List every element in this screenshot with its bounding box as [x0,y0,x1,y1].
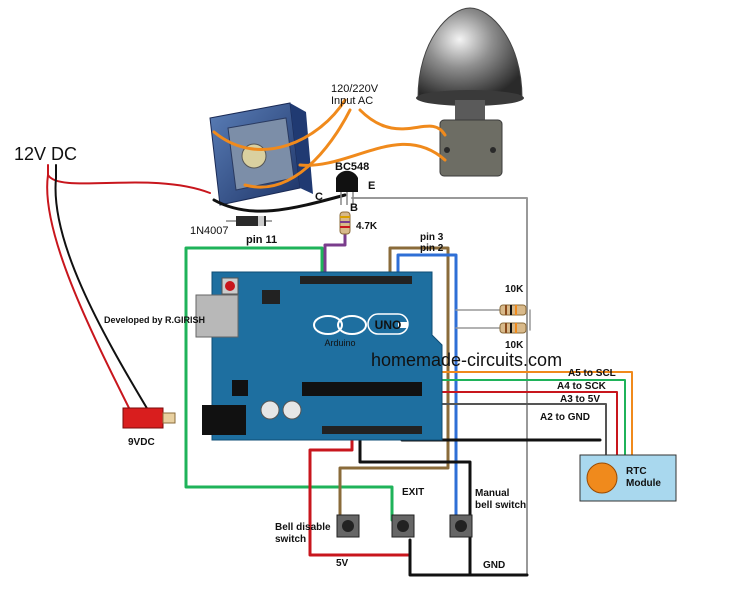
bell-disable-line-2: switch [275,534,306,545]
a3-label: A3 to 5V [560,394,600,405]
transistor-bc548 [336,170,358,205]
push-button-exit [391,514,415,538]
bell-disable-line-1: Bell disable [275,522,331,533]
a5-label: A5 to SCL [568,368,616,379]
base-label: B [350,202,358,214]
arduino-uno-board [195,271,443,441]
push-button-bell-disable [336,514,360,538]
manual-switch-line-2: bell switch [475,500,526,511]
rtc-module [579,454,677,502]
v5-label: 5V [336,558,349,569]
resistor-4k7-label: 4.7K [356,221,378,232]
a2-label: A2 to GND [540,412,590,423]
a4-label: A4 to SCK [557,381,607,392]
developer-credit: Developed by R.GIRISH [104,315,205,325]
transistor-label: BC548 [335,161,369,173]
gnd-label: GND [483,560,505,571]
battery-label: 9VDC [128,437,155,448]
arduino-model-label: UNO [375,318,402,332]
resistor-4k7 [339,211,351,235]
input-ac-label: 120/220V Input AC [331,83,381,107]
website-watermark: homemade-circuits.com [371,350,562,370]
diode-1n4007 [226,216,272,226]
diode-label: 1N4007 [190,225,229,237]
rtc-line-1: RTC [626,466,647,477]
collector-label: C [315,191,323,203]
input-ac-line-1: 120/220V [331,83,379,95]
arduino-brand-label: Arduino [324,338,355,348]
rtc-line-2: Module [626,478,661,489]
push-button-manual [449,514,473,538]
manual-switch-line-1: Manual [475,488,510,499]
power-12v-label: 12V DC [14,144,77,164]
resistor-10k-top [499,304,527,316]
pin3-label: pin 3 [420,232,444,243]
relay [209,102,313,206]
bell-disable-label: Bell disable switch [275,522,333,545]
rtc-label: RTC Module [626,466,661,489]
pin2-label: pin 2 [420,243,444,254]
resistor-10k-bottom [499,322,527,334]
manual-switch-label: Manual bell switch [475,488,526,511]
r10k-bottom-label: 10K [505,340,524,351]
pin11-label: pin 11 [246,234,277,246]
electric-bell [416,7,524,177]
exit-label: EXIT [402,487,424,498]
emitter-label: E [368,180,375,192]
r10k-top-label: 10K [505,284,524,295]
input-ac-line-2: Input AC [331,95,373,107]
battery-9v [122,407,176,429]
